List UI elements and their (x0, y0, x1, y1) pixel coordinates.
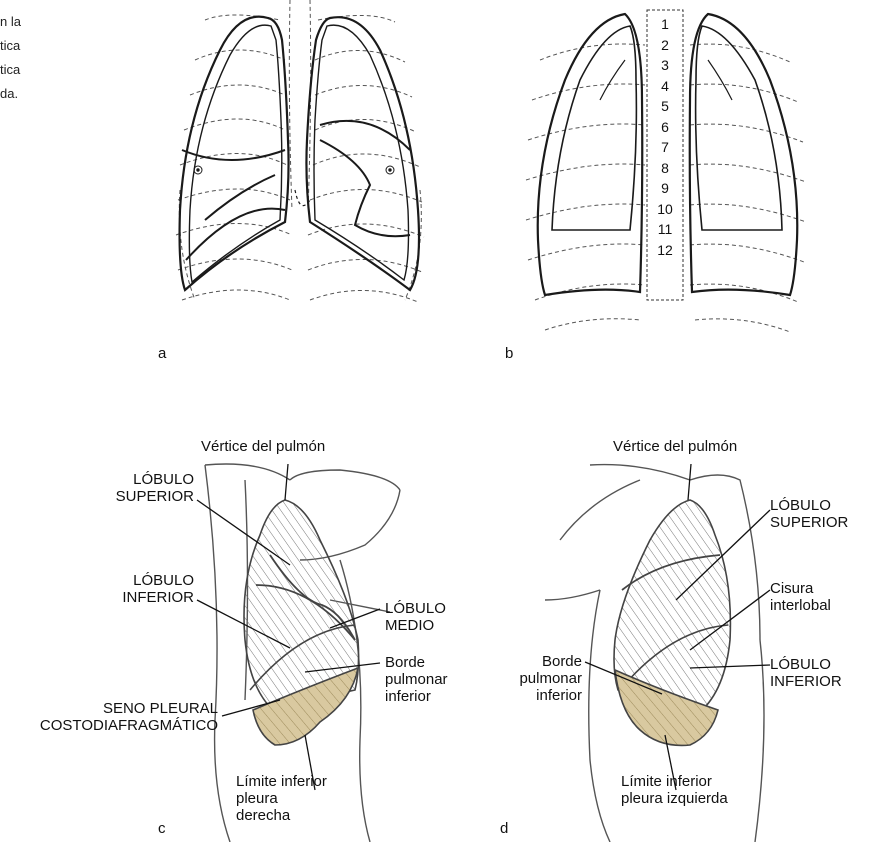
panel-a-ribs (176, 0, 424, 302)
side-caption-line: tica (0, 34, 21, 58)
label-line: Límite inferior (236, 773, 327, 790)
side-caption-line: n la (0, 10, 21, 34)
label-line: SUPERIOR (110, 488, 194, 505)
panel-a-anterior-lungs (176, 0, 424, 302)
vertebra-number: 9 (648, 178, 682, 199)
panel-c-upper-lobe-label: LÓBULO SUPERIOR (110, 471, 194, 505)
label-line: LÓBULO (770, 497, 848, 514)
panel-d-apex-label: Vértice del pulmón (613, 438, 737, 455)
vertebra-number: 8 (648, 158, 682, 179)
vertebra-numbers: 1 2 3 4 5 6 7 8 9 10 11 12 (648, 14, 682, 260)
label-line: INFERIOR (110, 589, 194, 606)
label-line: SENO PLEURAL (0, 700, 218, 717)
label-line: Borde (500, 653, 582, 670)
panel-d-upper-lobe-label: LÓBULO SUPERIOR (770, 497, 848, 531)
vertebra-number: 12 (648, 240, 682, 261)
vertebra-number: 3 (648, 55, 682, 76)
label-line: inferior (385, 688, 448, 705)
panel-d-fissure-label: Cisura interlobal (770, 580, 831, 614)
label-line: interlobal (770, 597, 831, 614)
label-line: LÓBULO (770, 656, 842, 673)
label-line: pleura izquierda (621, 790, 728, 807)
panel-letter-b: b (505, 345, 513, 362)
side-caption-line: tica (0, 58, 21, 82)
label-line: MEDIO (385, 617, 446, 634)
label-line: INFERIOR (770, 673, 842, 690)
vertebra-number: 1 (648, 14, 682, 35)
vertebra-number: 5 (648, 96, 682, 117)
panel-d-pleura-limit-label: Límite inferior pleura izquierda (621, 773, 728, 807)
label-line: SUPERIOR (770, 514, 848, 531)
panel-letter-c: c (158, 820, 166, 837)
vertebra-number: 6 (648, 117, 682, 138)
label-line: Límite inferior (621, 773, 728, 790)
vertebra-number: 11 (648, 219, 682, 240)
panel-letter-d: d (500, 820, 508, 837)
vertebra-number: 7 (648, 137, 682, 158)
label-line: inferior (500, 687, 582, 704)
panel-c-apex-label: Vértice del pulmón (201, 438, 325, 455)
panel-letter-a: a (158, 345, 166, 362)
panel-b-left-lung-outline (538, 14, 643, 295)
vertebra-number: 2 (648, 35, 682, 56)
side-caption: n la tica tica da. (0, 10, 21, 106)
panel-b-right-lung-outline (690, 14, 798, 295)
panel-c-lower-lobe-label: LÓBULO INFERIOR (110, 572, 194, 606)
label-line: LÓBULO (385, 600, 446, 617)
label-line: pleura (236, 790, 327, 807)
label-line: pulmonar (385, 671, 448, 688)
panel-d-lower-lobe-label: LÓBULO INFERIOR (770, 656, 842, 690)
label-line: Borde (385, 654, 448, 671)
label-line: LÓBULO (110, 572, 194, 589)
side-caption-line: da. (0, 82, 21, 106)
label-line: Cisura (770, 580, 831, 597)
label-line: derecha (236, 807, 327, 824)
panel-d-lung-border-label: Borde pulmonar inferior (500, 653, 582, 704)
vertebra-number: 4 (648, 76, 682, 97)
vertebra-number: 10 (648, 199, 682, 220)
label-line: COSTODIAFRAGMÁTICO (0, 717, 218, 734)
panel-c-lung-border-label: Borde pulmonar inferior (385, 654, 448, 705)
label-line: LÓBULO (110, 471, 194, 488)
label-line: pulmonar (500, 670, 582, 687)
panel-c-pleura-limit-label: Límite inferior pleura derecha (236, 773, 327, 824)
panel-c-sinus-label: SENO PLEURAL COSTODIAFRAGMÁTICO (0, 700, 218, 734)
panel-c-middle-lobe-label: LÓBULO MEDIO (385, 600, 446, 634)
